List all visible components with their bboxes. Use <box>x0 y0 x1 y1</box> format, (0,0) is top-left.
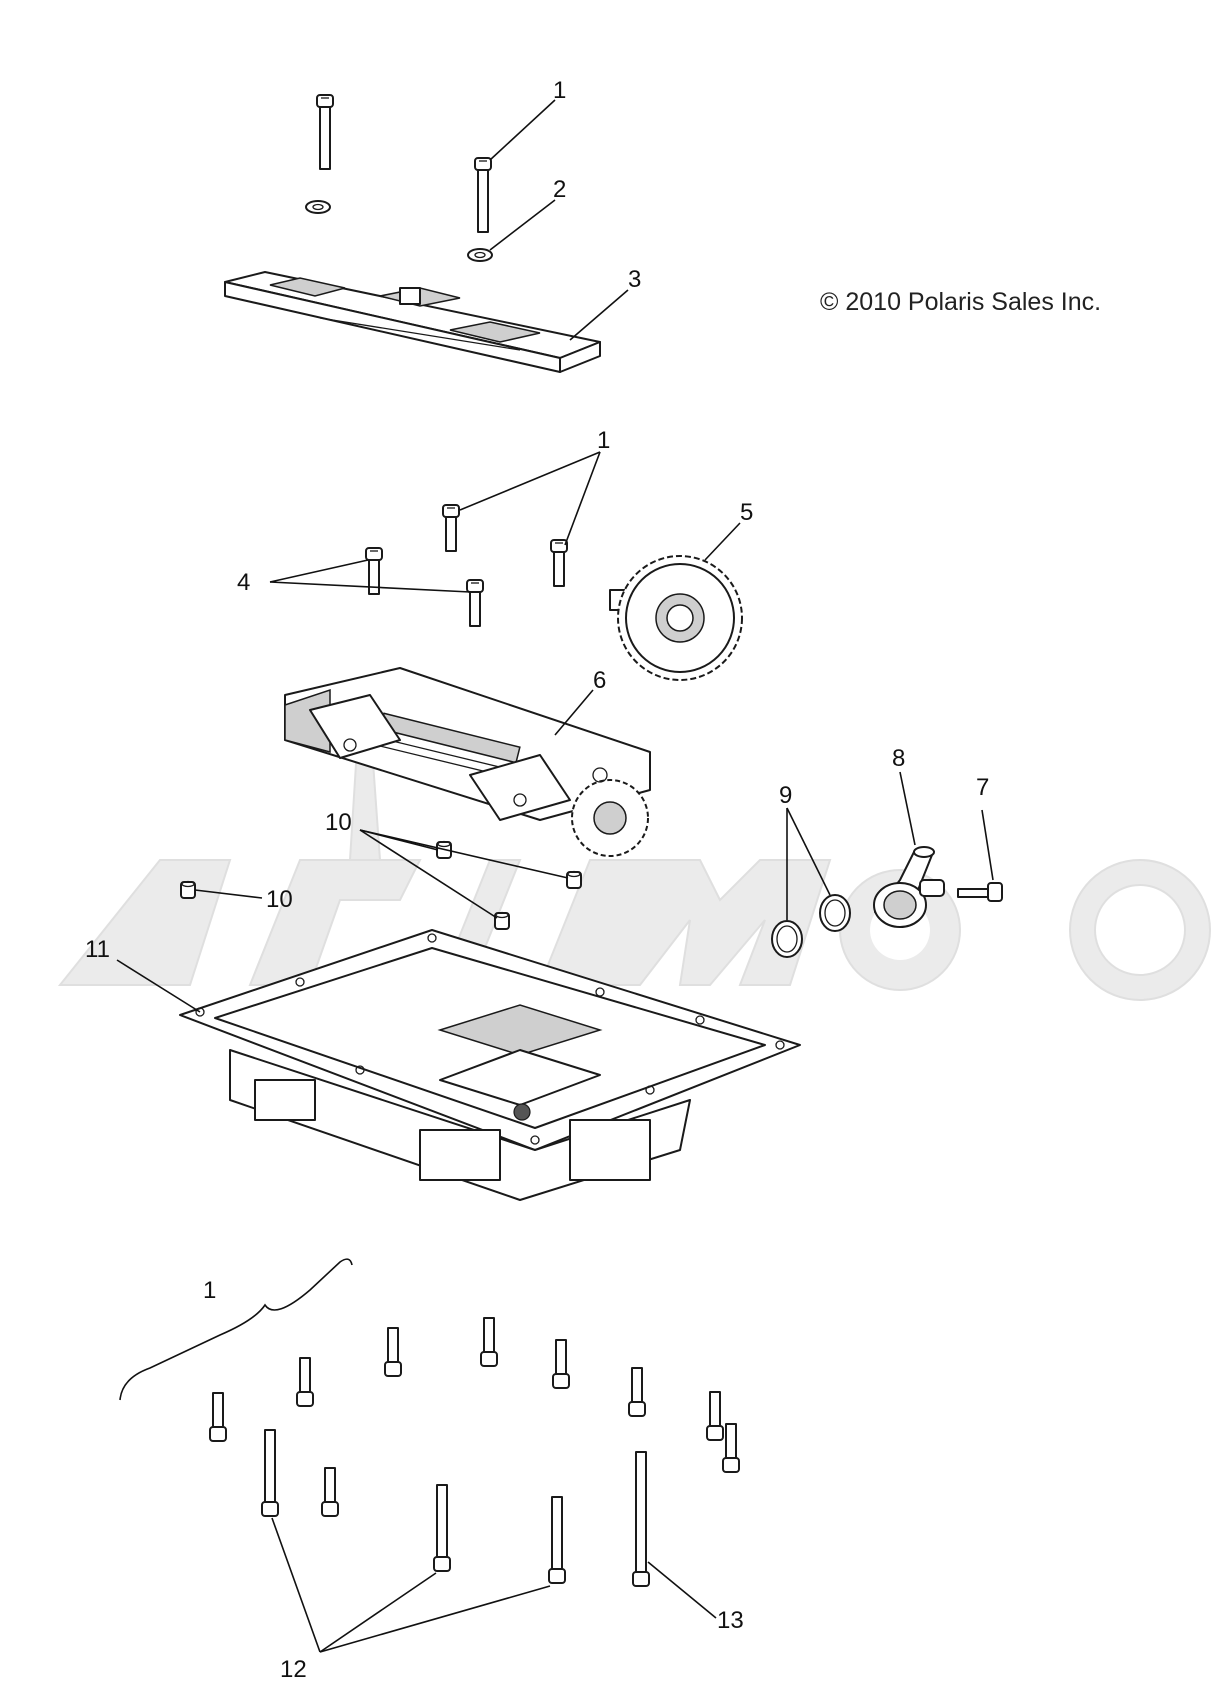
part-7-screw <box>957 882 1003 902</box>
copyright-text: © 2010 Polaris Sales Inc. <box>820 288 1101 316</box>
part-10-dowel-b <box>566 870 582 889</box>
part-1-screw-bottom-1 <box>209 1392 227 1442</box>
part-11-oil-pan <box>179 929 801 1201</box>
callout-2: 2 <box>553 176 566 203</box>
callout-1-bottom: 1 <box>203 1277 216 1304</box>
part-2-washer-left <box>305 200 331 214</box>
callout-1-middle: 1 <box>597 427 610 454</box>
part-9-o-ring-a <box>771 920 803 958</box>
part-10-dowel-d <box>180 880 196 899</box>
part-13-screw <box>632 1451 650 1587</box>
callout-13: 13 <box>717 1607 744 1634</box>
part-1-screw-bottom-4 <box>480 1317 498 1367</box>
part-6-oil-pump-assembly <box>284 667 651 857</box>
part-1-screw-top-left <box>316 94 334 170</box>
part-1-screw-mid-left <box>442 504 460 552</box>
callout-9: 9 <box>779 782 792 809</box>
callout-1-top: 1 <box>553 77 566 104</box>
callout-12: 12 <box>280 1656 307 1683</box>
callout-11: 11 <box>85 936 110 963</box>
callout-3: 3 <box>628 266 641 293</box>
part-1-screw-bottom-6 <box>628 1367 646 1417</box>
callout-5: 5 <box>740 499 753 526</box>
part-12-screw-a <box>261 1429 279 1517</box>
part-8-elbow-fitting <box>873 846 945 928</box>
part-1-screw-mid-right <box>550 539 568 587</box>
part-4-screw-right <box>466 579 484 627</box>
part-9-o-ring-b <box>819 894 851 932</box>
part-10-dowel-c <box>494 911 510 930</box>
watermark <box>57 696 1211 1001</box>
part-12-screw-b <box>433 1484 451 1572</box>
part-5-drive-gear <box>609 555 743 681</box>
callout-8: 8 <box>892 745 905 772</box>
callout-10-b: 10 <box>266 886 293 913</box>
callout-10-a: 10 <box>325 809 352 836</box>
part-1-screw-bottom-7 <box>706 1391 724 1441</box>
part-1-screw-bottom-2 <box>296 1357 314 1407</box>
callout-4: 4 <box>237 569 250 596</box>
callout-6: 6 <box>593 667 606 694</box>
callout-7: 7 <box>976 774 989 801</box>
part-12-screw-c <box>548 1496 566 1584</box>
part-2-washer <box>467 248 493 262</box>
part-1-screw-bottom-5 <box>552 1339 570 1389</box>
part-1-screw-bottom-3 <box>384 1327 402 1377</box>
part-1-screw-top <box>474 157 492 233</box>
part-3-baffle-plate <box>224 271 601 373</box>
part-1-screw-bottom-9 <box>321 1467 339 1517</box>
part-1-screw-bottom-8 <box>722 1423 740 1473</box>
leader-lines <box>116 99 994 1653</box>
